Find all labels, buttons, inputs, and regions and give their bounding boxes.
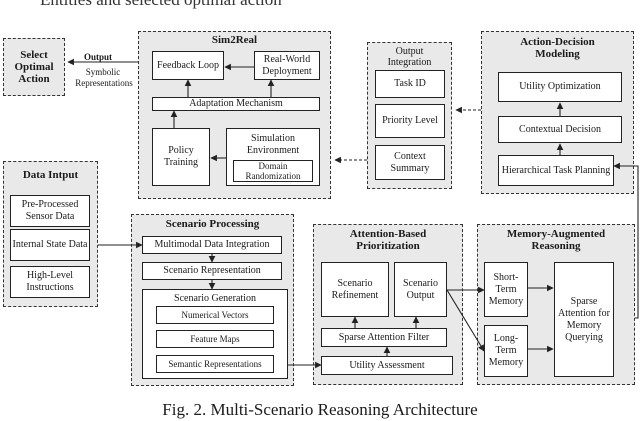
utility-assessment-node: Utility Assessment [321,356,453,375]
output-edge-label: Output [83,52,112,62]
numerical-vectors-node: Numerical Vectors [156,306,274,324]
data-input-title: Data Intput [22,169,79,181]
memory-title-text: Memory-Augmented Reasoning [506,228,606,252]
sim2real-title: Sim2Real [211,34,258,46]
scenario-refinement-node: Scenario Refinement [321,262,389,317]
hierarchical-planning-node: Hierarchical Task Planning [498,155,614,186]
multimodal-integration-node: Multimodal Data Integration [142,236,282,254]
sparse-attention-filter-node: Sparse Attention Filter [321,328,447,347]
output-integration-title-text: Output Integration [387,46,432,68]
action-decision-title: Action-Decision Modeling [482,36,633,60]
internal-state-node: Internal State Data [10,229,90,261]
edge-output-to-long [446,289,485,352]
feedback-loop-node: Feedback Loop [152,51,224,80]
context-summary-node: Context Summary [375,145,445,180]
utility-optimization-node: Utility Optimization [498,72,622,102]
output-integration-title: Output Integration [368,46,451,68]
high-level-instructions-node: High-Level Instructions [10,266,90,298]
select-action-node: Select Optimal Action [6,41,62,93]
policy-training-node: Policy Training [152,128,210,186]
semantic-representations-node: Semantic Representations [156,355,274,373]
figure-caption: Fig. 2. Multi-Scenario Reasoning Archite… [162,400,478,419]
action-decision-title-text: Action-Decision Modeling [520,36,595,60]
attention-title-text: Attention-Based Prioritization [349,228,427,252]
select-action-group [3,38,65,96]
scenario-representation-node: Scenario Representation [142,262,282,280]
contextual-decision-node: Contextual Decision [498,116,622,143]
select-action-line1: Select [20,49,48,61]
sensor-data-node: Pre-Processed Sensor Data [10,195,90,227]
task-id-node: Task ID [375,70,445,98]
short-term-memory-node: Short-Term Memory [484,262,528,317]
feature-maps-node: Feature Maps [156,330,274,348]
select-action-line3: Action [18,73,50,85]
top-cut-text: Entities and selected optimal action [40,0,360,9]
scenario-processing-title: Scenario Processing [165,218,260,230]
deployment-node: Real-World Deployment [254,51,320,80]
attention-title: Attention-Based Prioritization [314,228,462,252]
long-term-memory-node: Long-Term Memory [484,325,528,377]
simulation-env-label: Simulation Environment [246,133,300,156]
priority-level-node: Priority Level [375,104,445,138]
output-edge-sub1: Symbolic [85,67,121,77]
sparse-memory-query-node: Sparse Attention for Memory Querying [554,262,614,377]
scenario-output-node: Scenario Output [394,262,447,317]
memory-title: Memory-Augmented Reasoning [478,228,634,252]
adaptation-node: Adaptation Mechanism [152,97,320,111]
output-edge-sub2: Representations [75,78,133,88]
select-action-line2: Optimal [14,61,54,73]
edge-memory-to-action [613,162,639,319]
domain-randomization-node: Domain Randomization [233,160,313,182]
